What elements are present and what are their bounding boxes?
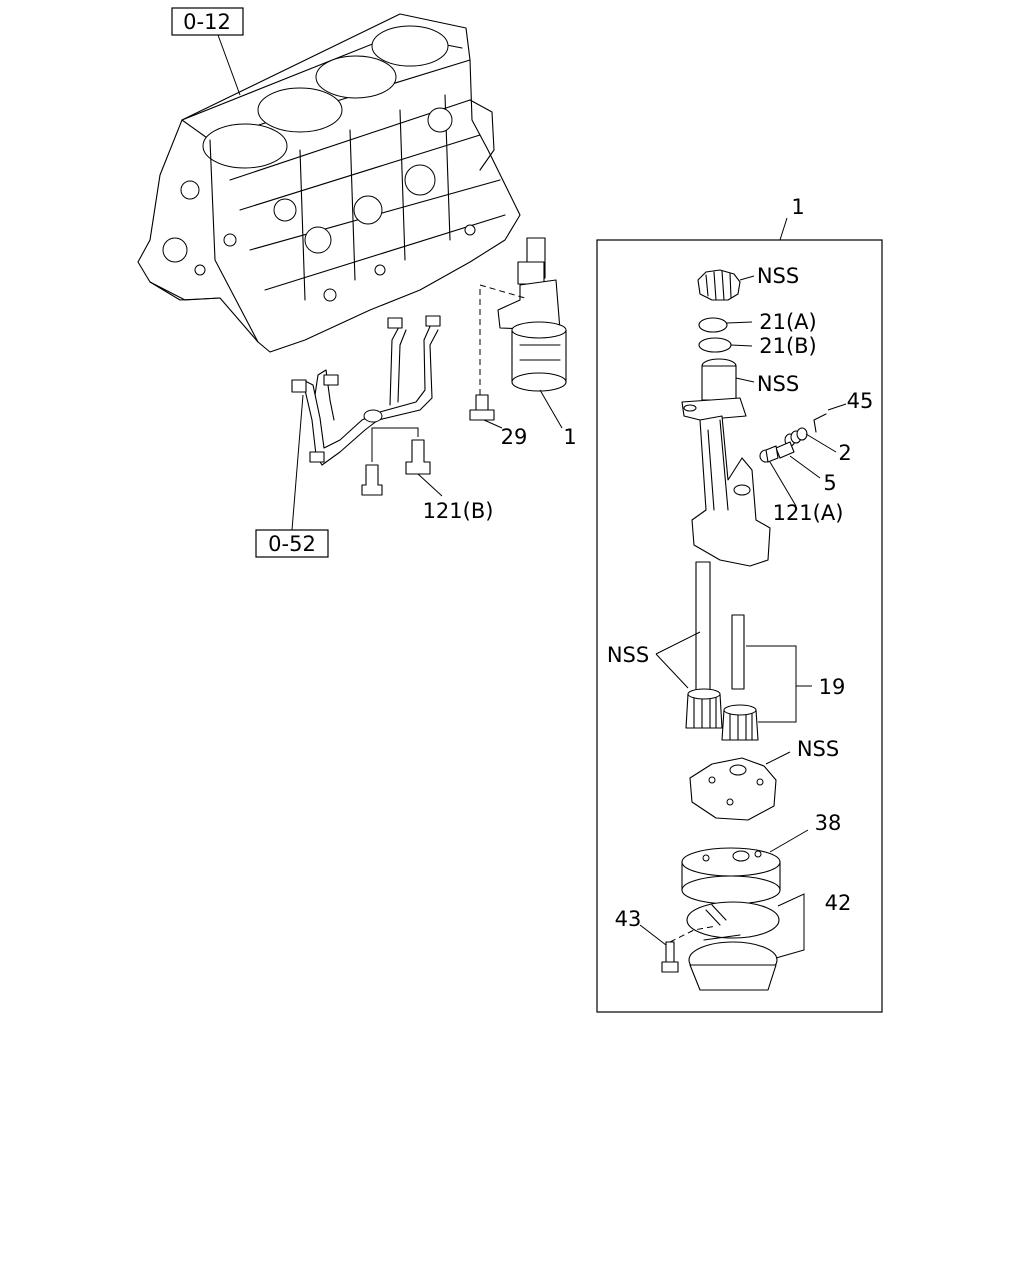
bolt-121b-illustrations <box>361 439 431 496</box>
leader-42-bracket <box>775 893 805 959</box>
callout-nss-housing[interactable]: NSS <box>757 372 799 396</box>
callout-29[interactable]: 29 <box>501 425 528 449</box>
drive-shaft-gear-illustration <box>685 561 723 729</box>
leader-121b-bracket <box>371 427 419 462</box>
callout-nss-shafts[interactable]: NSS <box>607 643 649 667</box>
reference-label-pipe: 0-52 <box>268 532 316 556</box>
leader-21a <box>726 321 753 324</box>
leader-38 <box>769 829 809 853</box>
leader-nss-cover <box>765 751 791 765</box>
plug-121a <box>759 445 779 463</box>
callout-1-side[interactable]: 1 <box>563 425 576 449</box>
callout-42[interactable]: 42 <box>825 891 852 915</box>
reference-box-pipe[interactable]: 0-52 <box>255 529 329 558</box>
strainer-38-illustration <box>681 847 781 905</box>
leader-121b <box>417 473 443 497</box>
leader-1-top <box>779 217 788 241</box>
callout-38[interactable]: 38 <box>815 811 842 835</box>
idler-shaft-gear-illustration <box>721 614 759 741</box>
pump-cover-illustration <box>689 757 777 821</box>
callout-21a[interactable]: 21(A) <box>759 310 816 334</box>
callout-21b[interactable]: 21(B) <box>759 334 817 358</box>
leader-nss-shafts <box>655 631 701 689</box>
drive-gear-illustration <box>697 269 741 301</box>
callout-1-top[interactable]: 1 <box>791 195 804 219</box>
oil-pipe-illustration <box>291 315 441 466</box>
leader-45 <box>827 403 847 411</box>
cylinder-block-illustration <box>137 13 521 353</box>
leader-43 <box>639 924 667 946</box>
pump-housing-illustration <box>681 358 771 567</box>
callout-nss-cover[interactable]: NSS <box>797 737 839 761</box>
leader-29-dashed <box>479 284 526 395</box>
o-ring-21b <box>698 337 732 353</box>
leader-nss-housing <box>735 377 755 383</box>
callout-43[interactable]: 43 <box>615 907 642 931</box>
leader-pipe <box>291 394 304 531</box>
reference-label-block: 0-12 <box>183 10 231 34</box>
leader-121a <box>769 461 797 507</box>
screen-42-illustration <box>686 901 780 991</box>
reference-box-block[interactable]: 0-12 <box>171 7 244 36</box>
oil-pump-installed-illustration <box>469 237 567 421</box>
callout-19[interactable]: 19 <box>819 675 846 699</box>
leader-43-dashed <box>669 925 717 943</box>
leader-29 <box>483 419 503 429</box>
leader-block <box>217 34 241 96</box>
plunger-5 <box>775 441 795 459</box>
callout-nss-gear[interactable]: NSS <box>757 264 799 288</box>
callout-45[interactable]: 45 <box>847 389 874 413</box>
callout-121a[interactable]: 121(A) <box>773 501 844 525</box>
callout-121b[interactable]: 121(B) <box>423 499 494 523</box>
pin-45 <box>813 413 827 433</box>
o-ring-21a <box>698 317 728 333</box>
leader-19-bracket <box>746 645 812 723</box>
callout-5[interactable]: 5 <box>823 471 836 495</box>
leader-5 <box>789 455 821 479</box>
callout-2[interactable]: 2 <box>838 441 851 465</box>
leader-1-side <box>539 389 563 429</box>
leader-nss-gear <box>739 275 755 281</box>
leader-21b <box>730 344 753 347</box>
leader-2 <box>805 433 837 453</box>
